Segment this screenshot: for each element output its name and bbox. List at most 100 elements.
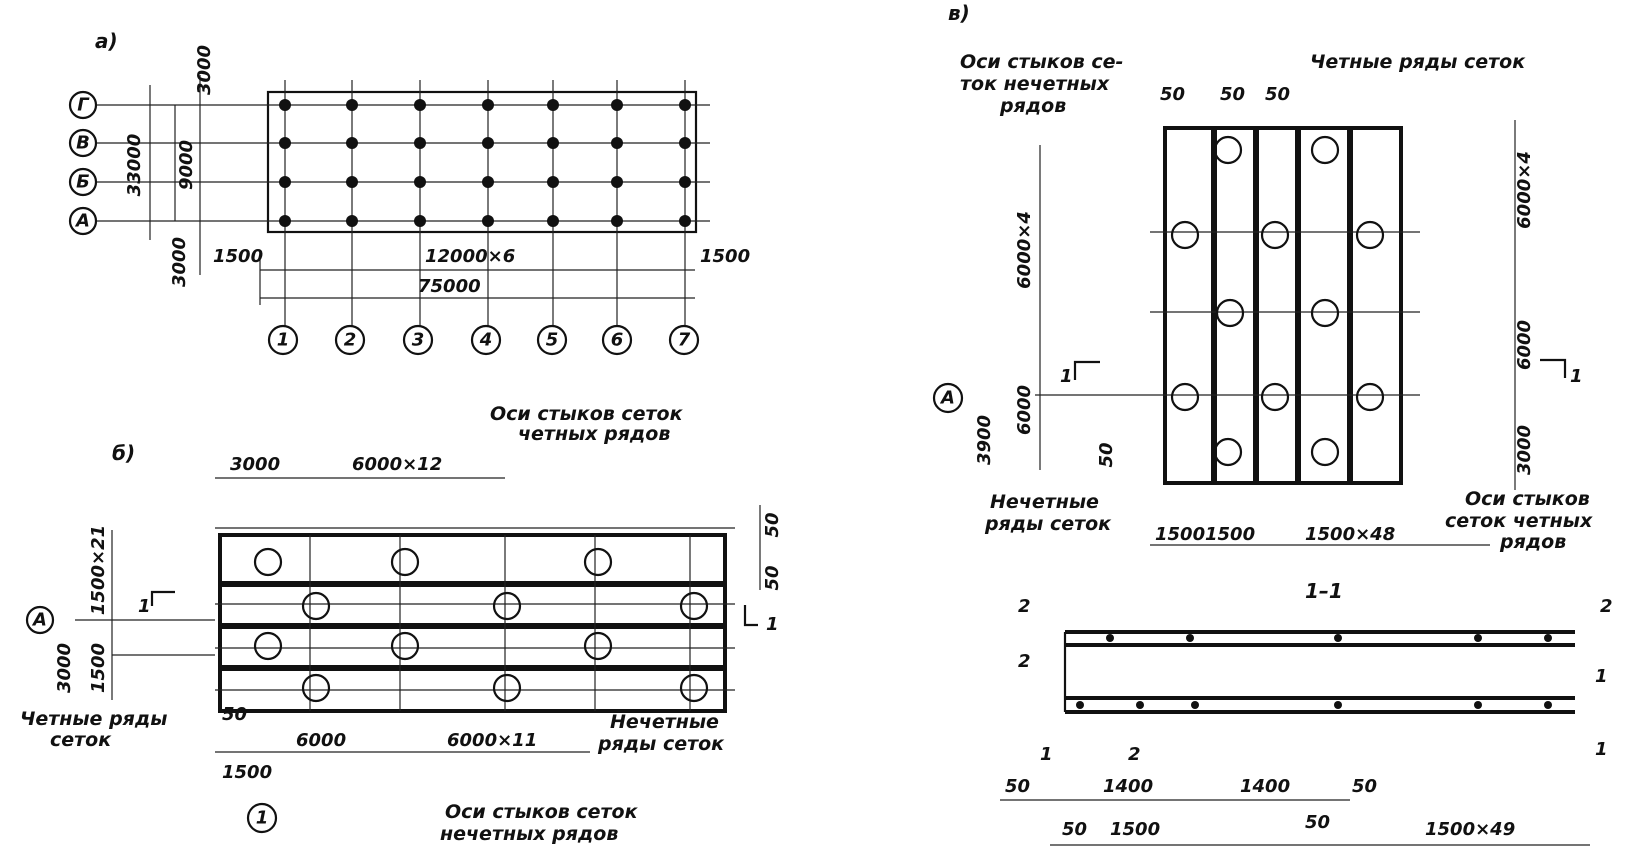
- panel-a-slab-outline: [266, 90, 698, 234]
- panel-c-joint-circles: [1170, 135, 1385, 467]
- panel-c-note-even-rows: Четные ряды сеток: [1310, 51, 1526, 73]
- panel-c: в) Оси стыков се- ток нечетных рядов Чет…: [932, 1, 1593, 553]
- panel-b-note-odd-rows-1: Нечетные: [610, 711, 719, 733]
- panel-c-strips: [1035, 126, 1420, 485]
- panel-c-note-odd-rows-2: ряды сеток: [984, 513, 1112, 535]
- panel-a-right-offset: 1500: [700, 246, 750, 267]
- section-d1400a: 1400: [1103, 776, 1153, 797]
- section-repeat: 1500×49: [1425, 819, 1515, 840]
- panel-b-row-bubble: А: [31, 610, 47, 631]
- panel-c-bottom-1500a: 1500: [1155, 524, 1205, 545]
- panel-b-top-first: 3000: [230, 454, 280, 475]
- panel-a-top-offset: 3000: [194, 45, 215, 95]
- panel-b-note-even-rows-1: Четные ряды: [20, 708, 167, 730]
- panel-b-note-even-axes-2: четных рядов: [518, 423, 670, 445]
- panel-c-left-dims: 6000×4 6000 3900 50 А 1: [932, 145, 1117, 470]
- panel-a-total-length: 75000: [418, 276, 481, 297]
- panel-b-left-stack: 1500×21: [88, 525, 109, 615]
- panel-c-note-odd-axes-3: рядов: [999, 95, 1066, 117]
- panel-a-bottom-offset: 3000: [169, 237, 190, 287]
- panel-c-note-even-axes-1: Оси стыков: [1465, 488, 1590, 510]
- panel-b-bottom-repeat: 6000×11: [447, 730, 537, 751]
- panel-b-joint-circles: [253, 547, 709, 703]
- panel-a-total-height: 33000: [124, 134, 145, 197]
- panel-b-section-num-left: 1: [138, 596, 151, 617]
- panel-c-right-6000: 6000: [1514, 320, 1535, 370]
- panel-c-note-odd-rows-1: Нечетные: [990, 491, 1099, 513]
- panel-a-label: а): [95, 29, 118, 53]
- row-bubble-v: В: [76, 133, 90, 154]
- section-bar-ticks: [1076, 634, 1552, 709]
- panel-b-right-50a: 50: [762, 512, 783, 537]
- panel-b-section-mark-left: [150, 590, 175, 606]
- section-marker-1b: 1: [1595, 739, 1608, 760]
- panel-b-label: б): [112, 441, 135, 465]
- row-bubble-b: Б: [76, 172, 90, 193]
- panel-b-left-3000: 3000: [54, 643, 75, 693]
- panel-c-right-3000: 3000: [1514, 425, 1535, 475]
- col-bubble-7: 7: [678, 330, 691, 351]
- panel-a-column-dots: [279, 99, 691, 227]
- panel-b-section-num-right: 1: [766, 614, 779, 635]
- panel-c-left-3900: 3900: [974, 415, 995, 465]
- panel-b-strips: [215, 527, 735, 713]
- section-d50b: 50: [1352, 776, 1377, 797]
- section-title: 1–1: [1305, 579, 1343, 603]
- panel-c-section-num-right: 1: [1570, 366, 1583, 387]
- panel-a-left-dims: 33000 9000 3000 3000: [124, 45, 215, 287]
- panel-b-note-even-axes-1: Оси стыков сеток: [490, 403, 684, 425]
- section-d50c: 50: [1062, 819, 1087, 840]
- section-marker-1c: 1: [1040, 744, 1053, 765]
- section-d1400b: 1400: [1240, 776, 1290, 797]
- col-bubble-6: 6: [611, 330, 624, 351]
- panel-b-note-odd-rows-2: ряды сеток: [597, 733, 725, 755]
- panel-b-bottom-1500: 1500: [222, 762, 272, 783]
- panel-a-column-bubbles: 1 2 3 4 5 6 7: [267, 300, 700, 356]
- panel-a-row-bubbles: Г В Б А: [68, 90, 98, 236]
- panel-b-section-mark-right: [743, 605, 758, 627]
- row-bubble-g: Г: [77, 95, 90, 116]
- section-d50d: 50: [1305, 812, 1330, 833]
- col-bubble-3: 3: [412, 330, 425, 351]
- panel-c-note-even-axes-3: рядов: [1499, 531, 1566, 553]
- section-marker-1a: 1: [1595, 666, 1608, 687]
- panel-c-note-odd-axes-2: ток нечетных: [960, 73, 1110, 95]
- panel-c-label: в): [948, 1, 970, 25]
- panel-c-top-50a: 50: [1160, 84, 1185, 105]
- panel-c-note-odd-axes-1: Оси стыков се-: [960, 51, 1123, 73]
- panel-c-left-6000: 6000: [1014, 385, 1035, 435]
- panel-a-row-pitch: 9000: [176, 140, 197, 190]
- section-marker-2a: 2: [1018, 596, 1031, 617]
- panel-a-bottom-dims: 1500 1500 12000×6 75000: [213, 246, 750, 305]
- panel-c-top-50c: 50: [1265, 84, 1290, 105]
- section-d1500: 1500: [1110, 819, 1160, 840]
- panel-c-right-dims: 6000×4 6000 3000 1: [1514, 120, 1583, 490]
- panel-b-right-50b: 50: [762, 565, 783, 590]
- section-d50a: 50: [1005, 776, 1030, 797]
- section-marker-2c: 2: [1128, 744, 1141, 765]
- panel-c-section-mark-left: [1073, 360, 1100, 380]
- panel-c-left-repeat: 6000×4: [1014, 211, 1035, 289]
- panel-b: б) Оси стыков сеток четных рядов 3000 60…: [20, 403, 783, 845]
- panel-b-bottom-50: 50: [222, 704, 247, 725]
- panel-b-note-odd-axes-1: Оси стыков сеток: [445, 801, 639, 823]
- panel-b-note-odd-axes-2: нечетных рядов: [440, 823, 618, 845]
- panel-c-right-repeat: 6000×4: [1514, 151, 1535, 229]
- panel-c-bottom-1500b: 1500: [1205, 524, 1255, 545]
- panel-a-grid-columns: [284, 80, 686, 300]
- col-bubble-4: 4: [479, 330, 493, 351]
- panel-c-row-bubble: А: [939, 388, 955, 409]
- panel-c-top-50b: 50: [1220, 84, 1245, 105]
- panel-b-top-repeat: 6000×12: [352, 454, 442, 475]
- col-bubble-5: 5: [546, 330, 559, 351]
- panel-a: а) Г: [68, 29, 750, 356]
- panel-b-left-1500: 1500: [88, 643, 109, 693]
- panel-b-col-bubble: 1: [256, 808, 269, 829]
- panel-b-bottom-6000: 6000: [296, 730, 346, 751]
- section-1-1: 1–1 2 2 2 1 1 1 2 50 1400 1400 50 50 150…: [1000, 579, 1613, 846]
- panel-b-left-dims: 1500×21 3000 1500 А 1: [25, 525, 215, 700]
- panel-c-section-mark-right: [1540, 358, 1567, 378]
- panel-a-span: 12000×6: [425, 246, 515, 267]
- panel-a-left-offset: 1500: [213, 246, 263, 267]
